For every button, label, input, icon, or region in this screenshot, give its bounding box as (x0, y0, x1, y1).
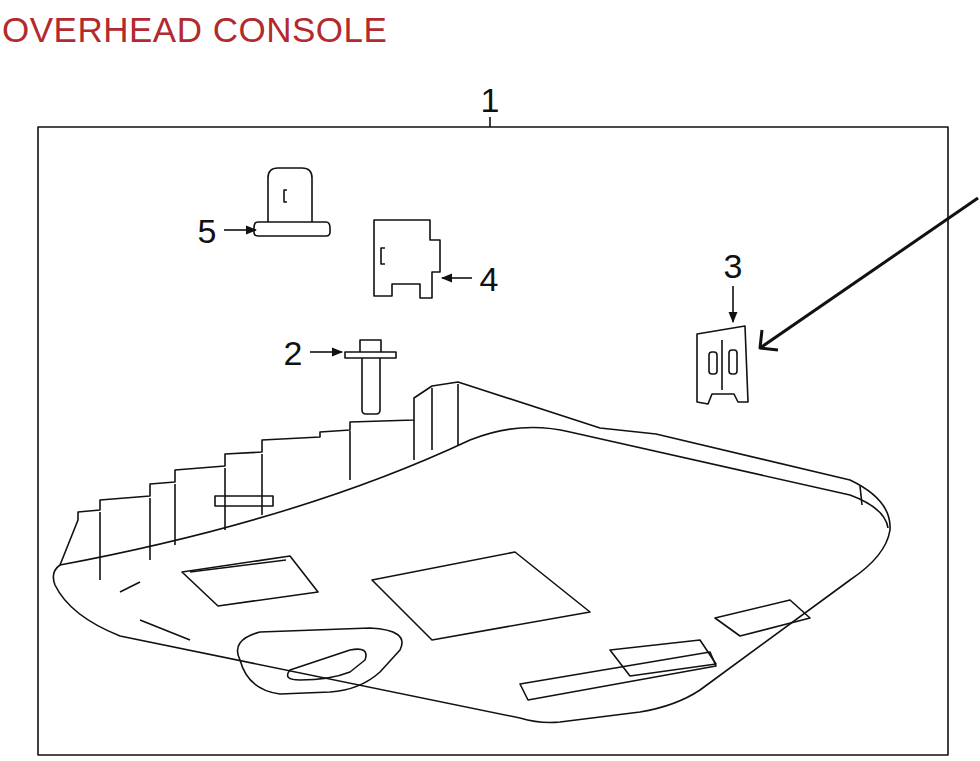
arrow-head (760, 330, 778, 350)
callout-number: 2 (284, 336, 303, 370)
bolt-part (345, 340, 396, 414)
page-title: OVERHEAD CONSOLE (2, 12, 387, 47)
assembly-frame (38, 127, 948, 755)
callout-number: 3 (724, 249, 743, 283)
leader-line (442, 277, 472, 279)
leader-line (224, 229, 256, 231)
leader-line (310, 351, 342, 353)
callout-number: 5 (198, 214, 217, 248)
pointer-arrow (760, 198, 978, 348)
leader-line (732, 286, 734, 322)
clip-part (374, 220, 440, 298)
clip-part (254, 168, 330, 236)
callout-number: 1 (481, 83, 500, 117)
clip-part (697, 326, 748, 404)
leader-line (489, 117, 491, 127)
callout-number: 4 (480, 262, 499, 296)
overhead-console (53, 382, 890, 723)
